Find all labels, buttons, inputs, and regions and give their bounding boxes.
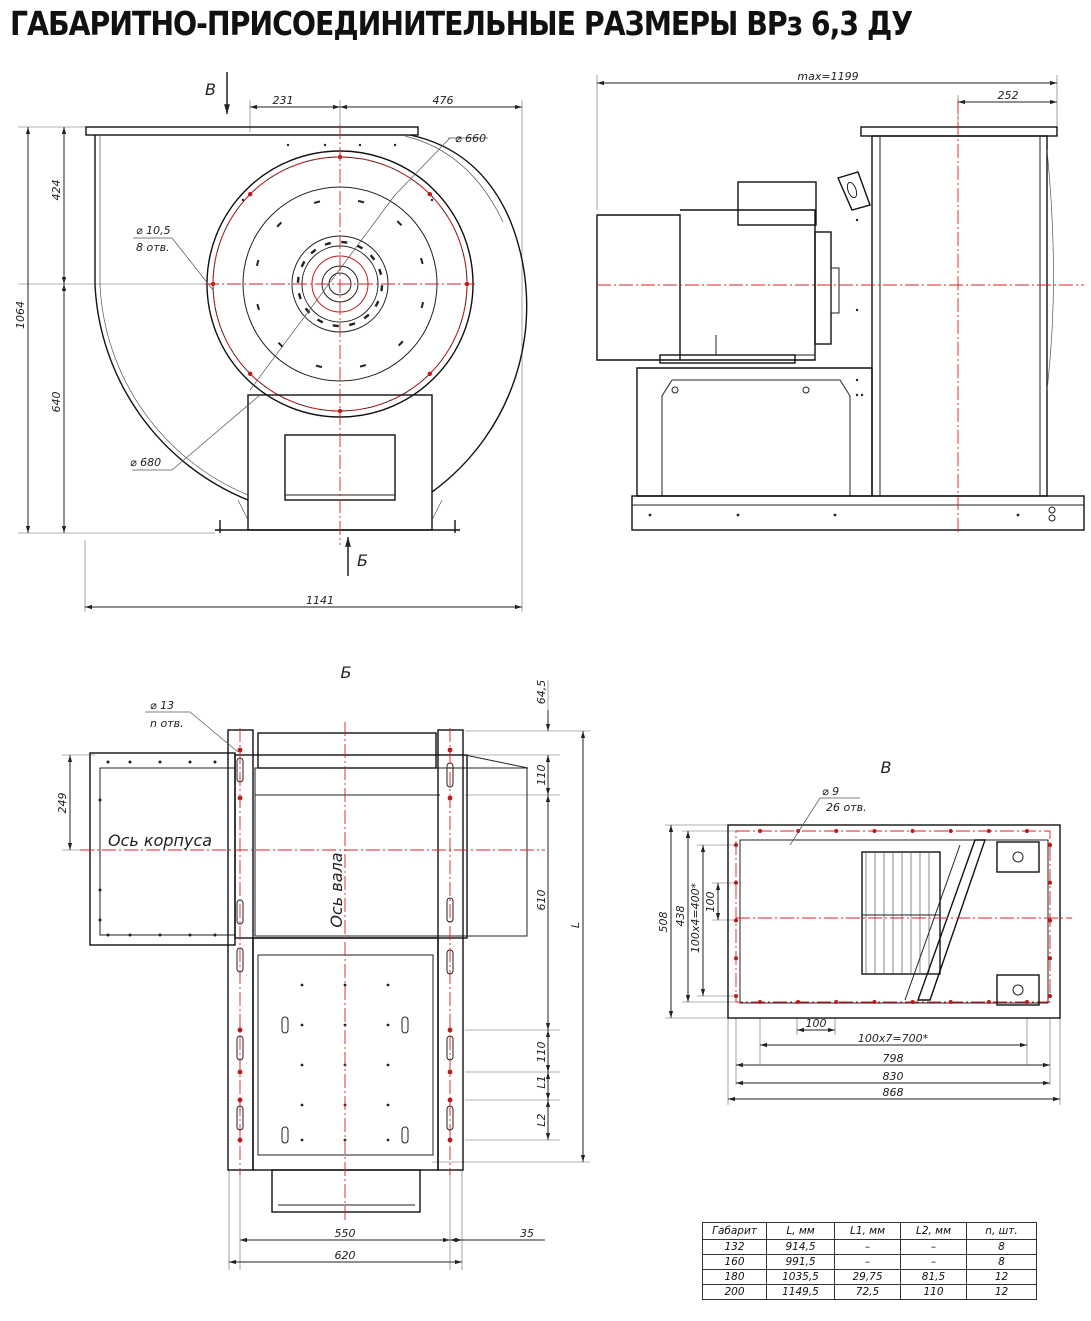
dim-n-holes: n отв. <box>150 717 184 730</box>
table-cell: – <box>834 1254 901 1270</box>
table-cell: 914,5 <box>766 1239 835 1255</box>
dim-610: 610 <box>535 890 548 911</box>
dim-438: 438 <box>674 906 687 927</box>
table-cell: 160 <box>702 1254 767 1270</box>
dim-231: 231 <box>273 94 294 107</box>
view-v: В <box>657 758 1072 1105</box>
dim-640: 640 <box>50 392 63 413</box>
table-header-l: L, мм <box>766 1222 835 1240</box>
table-row: 160 991,5 – – 8 <box>702 1254 1037 1270</box>
table-cell: 1035,5 <box>766 1269 835 1285</box>
dim-1141: 1141 <box>306 594 334 607</box>
table-cell: 991,5 <box>766 1254 835 1270</box>
page-title: ГАБАРИТНО-ПРИСОЕДИНИТЕЛЬНЫЕ РАЗМЕРЫ ВРз … <box>10 4 913 43</box>
dim-8-holes: 8 отв. <box>136 241 170 254</box>
view-b-title: Б <box>341 663 352 682</box>
view-v-title: В <box>881 758 892 777</box>
table-cell: 1149,5 <box>766 1284 835 1300</box>
dim-d13: ⌀ 13 <box>150 699 174 712</box>
dim-100-vertical: 100 <box>704 892 717 913</box>
table-cell: 8 <box>966 1254 1037 1270</box>
view-b: Б <box>56 663 590 1270</box>
dim-L: L <box>569 922 582 928</box>
dim-508: 508 <box>657 912 670 933</box>
table-cell: 110 <box>900 1284 967 1300</box>
table-cell: 72,5 <box>834 1284 901 1300</box>
side-view: max=1199 252 <box>596 70 1085 535</box>
dim-424: 424 <box>50 180 63 201</box>
dim-798: 798 <box>883 1052 904 1065</box>
dim-max-1199: max=1199 <box>797 70 858 83</box>
table-cell: 12 <box>966 1284 1037 1300</box>
dim-110-bottom: 110 <box>535 1042 548 1063</box>
dim-L2: L2 <box>535 1113 548 1126</box>
front-view: 231 476 424 640 1064 1141 ⌀ 660 ⌀ 680 ⌀ … <box>14 72 528 612</box>
dim-1064: 1064 <box>14 301 27 329</box>
table-cell: 81,5 <box>900 1269 967 1285</box>
label-body-axis: Ось корпуса <box>108 831 212 850</box>
table-cell: – <box>900 1239 967 1255</box>
dim-L1: L1 <box>535 1075 548 1088</box>
dim-110-top: 110 <box>535 765 548 786</box>
dim-d660: ⌀ 660 <box>455 132 486 145</box>
dim-249: 249 <box>56 793 69 814</box>
table-row: 132 914,5 – – 8 <box>702 1239 1037 1255</box>
table-row: 180 1035,5 29,75 81,5 12 <box>702 1269 1037 1285</box>
size-table: Габарит L, мм L1, мм L2, мм n, шт. 132 9… <box>702 1222 1037 1300</box>
table-header-n: n, шт. <box>966 1222 1037 1240</box>
table-cell: 29,75 <box>834 1269 901 1285</box>
dim-100-horizontal: 100 <box>806 1017 827 1030</box>
dim-620: 620 <box>335 1249 356 1262</box>
dim-100x4: 100x4=400* <box>689 882 702 953</box>
dim-868: 868 <box>883 1086 904 1099</box>
arrow-label-v: В <box>205 80 216 99</box>
dim-26-holes: 26 отв. <box>826 801 867 814</box>
dim-550: 550 <box>335 1227 356 1240</box>
arrow-label-b: Б <box>357 551 368 570</box>
table-cell: – <box>900 1254 967 1270</box>
dim-830: 830 <box>883 1070 904 1083</box>
table-cell: 8 <box>966 1239 1037 1255</box>
table-header-size: Габарит <box>702 1222 767 1240</box>
table-cell: 12 <box>966 1269 1037 1285</box>
label-shaft-axis: Ось вала <box>327 852 346 927</box>
table-header-l1: L1, мм <box>834 1222 901 1240</box>
table-cell: 132 <box>702 1239 767 1255</box>
dim-d9: ⌀ 9 <box>822 785 839 798</box>
table-cell: – <box>834 1239 901 1255</box>
dim-476: 476 <box>433 94 454 107</box>
dim-100x7: 100x7=700* <box>858 1032 929 1045</box>
dim-35: 35 <box>520 1227 534 1240</box>
table-cell: 180 <box>702 1269 767 1285</box>
dim-64-5: 64,5 <box>535 680 548 705</box>
table-cell: 200 <box>702 1284 767 1300</box>
dim-d105: ⌀ 10,5 <box>136 224 171 237</box>
table-header-l2: L2, мм <box>900 1222 967 1240</box>
dim-d680: ⌀ 680 <box>130 456 161 469</box>
dim-252: 252 <box>998 89 1019 102</box>
table-row: 200 1149,5 72,5 110 12 <box>702 1284 1037 1300</box>
